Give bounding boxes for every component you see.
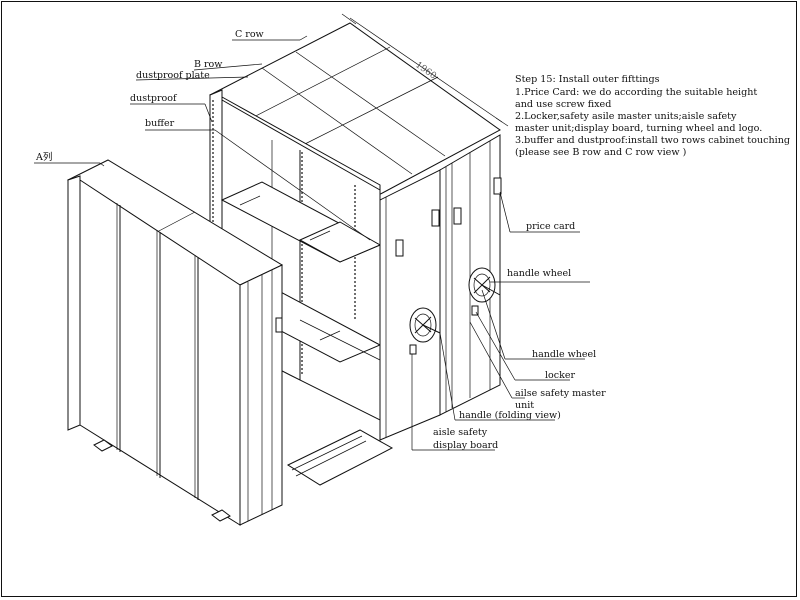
label-b-row: B row bbox=[194, 59, 222, 70]
label-aisle-safety-master: ailse safety master bbox=[515, 388, 606, 399]
label-price-card: price card bbox=[526, 221, 575, 232]
notes-line-6: (please see B row and C row view ) bbox=[515, 147, 686, 158]
callout-labels: C row B row dustproof plate dustproof bu… bbox=[35, 29, 606, 451]
notes-line-5: 3.buffer and dustproof:install two rows … bbox=[515, 135, 790, 146]
notes-line-3: 2.Locker,safety asile master units;aisle… bbox=[515, 111, 737, 122]
leader-lines bbox=[34, 35, 590, 451]
label-aisle-safety-master-unit: unit bbox=[515, 400, 534, 411]
label-handle-folding: handle (folding view) bbox=[459, 410, 561, 421]
notes-line-2: and use screw fixed bbox=[515, 99, 611, 110]
handle-wheel-back bbox=[468, 267, 501, 316]
a-row-price-card bbox=[275, 317, 283, 333]
label-a-row: A列 bbox=[35, 151, 52, 163]
label-locker: locker bbox=[545, 370, 575, 381]
notes-line-1: 1.Price Card: we do according the suitab… bbox=[515, 87, 757, 98]
install-notes: Step 15: Install outer fifttings 1.Price… bbox=[515, 74, 790, 158]
price-card-slot bbox=[395, 239, 404, 257]
label-dustproof: dustproof bbox=[130, 93, 178, 104]
label-handle-wheel-upper: handle wheel bbox=[507, 268, 571, 279]
notes-line-4: master unit;display board, turning wheel… bbox=[515, 123, 762, 134]
notes-title: Step 15: Install outer fifttings bbox=[515, 74, 660, 85]
handle-wheel-front bbox=[409, 307, 441, 355]
a-row-cabinet bbox=[66, 159, 284, 526]
label-display-board: display board bbox=[433, 440, 498, 451]
label-buffer: buffer bbox=[145, 118, 175, 129]
label-aisle-safety: aisle safety bbox=[433, 427, 488, 438]
label-handle-wheel-lower: handle wheel bbox=[532, 349, 596, 360]
label-dustproof-plate: dustproof plate bbox=[136, 70, 210, 81]
label-c-row: C row bbox=[235, 29, 264, 40]
bc-row-cabinet bbox=[209, 22, 502, 486]
